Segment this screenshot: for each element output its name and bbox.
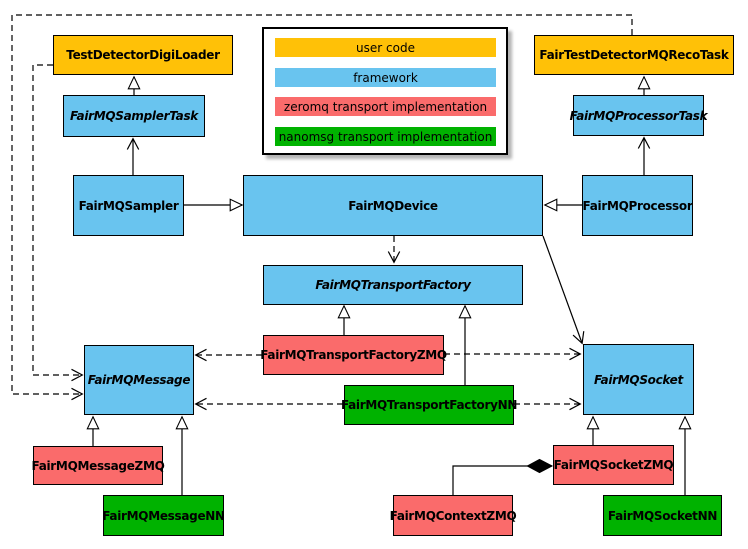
edge-device-socket <box>542 235 585 345</box>
node-fairmqprocessor: FairMQProcessor <box>582 175 693 236</box>
node-fairtestdetectormqrecotask: FairTestDetectorMQRecoTask <box>534 35 734 75</box>
legend: user code framework zeromq transport imp… <box>262 27 508 155</box>
edge-recotask-message <box>11 14 633 401</box>
node-testdetectordigiloader: TestDetectorDigiLoader <box>53 35 233 75</box>
node-fairmqdevice: FairMQDevice <box>243 175 543 236</box>
legend-item-zeromq: zeromq transport implementation <box>275 97 496 116</box>
node-fairmqmessagenn: FairMQMessageNN <box>102 495 225 536</box>
legend-item-user-code: user code <box>275 38 496 57</box>
node-fairmqmessagezmq: FairMQMessageZMQ <box>32 446 165 485</box>
node-fairmqprocessortask: FairMQProcessorTask <box>570 95 708 136</box>
node-fairmqmessage: FairMQMessage <box>84 345 194 415</box>
node-fairmqsocketnn: FairMQSocketNN <box>603 495 722 536</box>
edge-contextzmq-socketzmq <box>452 466 552 495</box>
node-fairmqsocket: FairMQSocket <box>583 344 694 415</box>
legend-item-framework: framework <box>275 68 496 87</box>
node-fairmqsocketzmq: FairMQSocketZMQ <box>553 445 674 485</box>
node-fairmqsamplertask: FairMQSamplerTask <box>63 95 205 137</box>
edge-digiloader-message <box>32 64 84 382</box>
node-fairmqsampler: FairMQSampler <box>73 175 184 236</box>
node-fairmqcontextzmq: FairMQContextZMQ <box>390 495 517 536</box>
node-fairmqtransportfactorynn: FairMQTransportFactoryNN <box>341 385 517 425</box>
node-fairmqtransportfactory: FairMQTransportFactory <box>263 265 523 305</box>
legend-item-nanomsg: nanomsg transport implementation <box>275 127 496 146</box>
node-fairmqtransportfactoryzmq: FairMQTransportFactoryZMQ <box>260 335 447 375</box>
